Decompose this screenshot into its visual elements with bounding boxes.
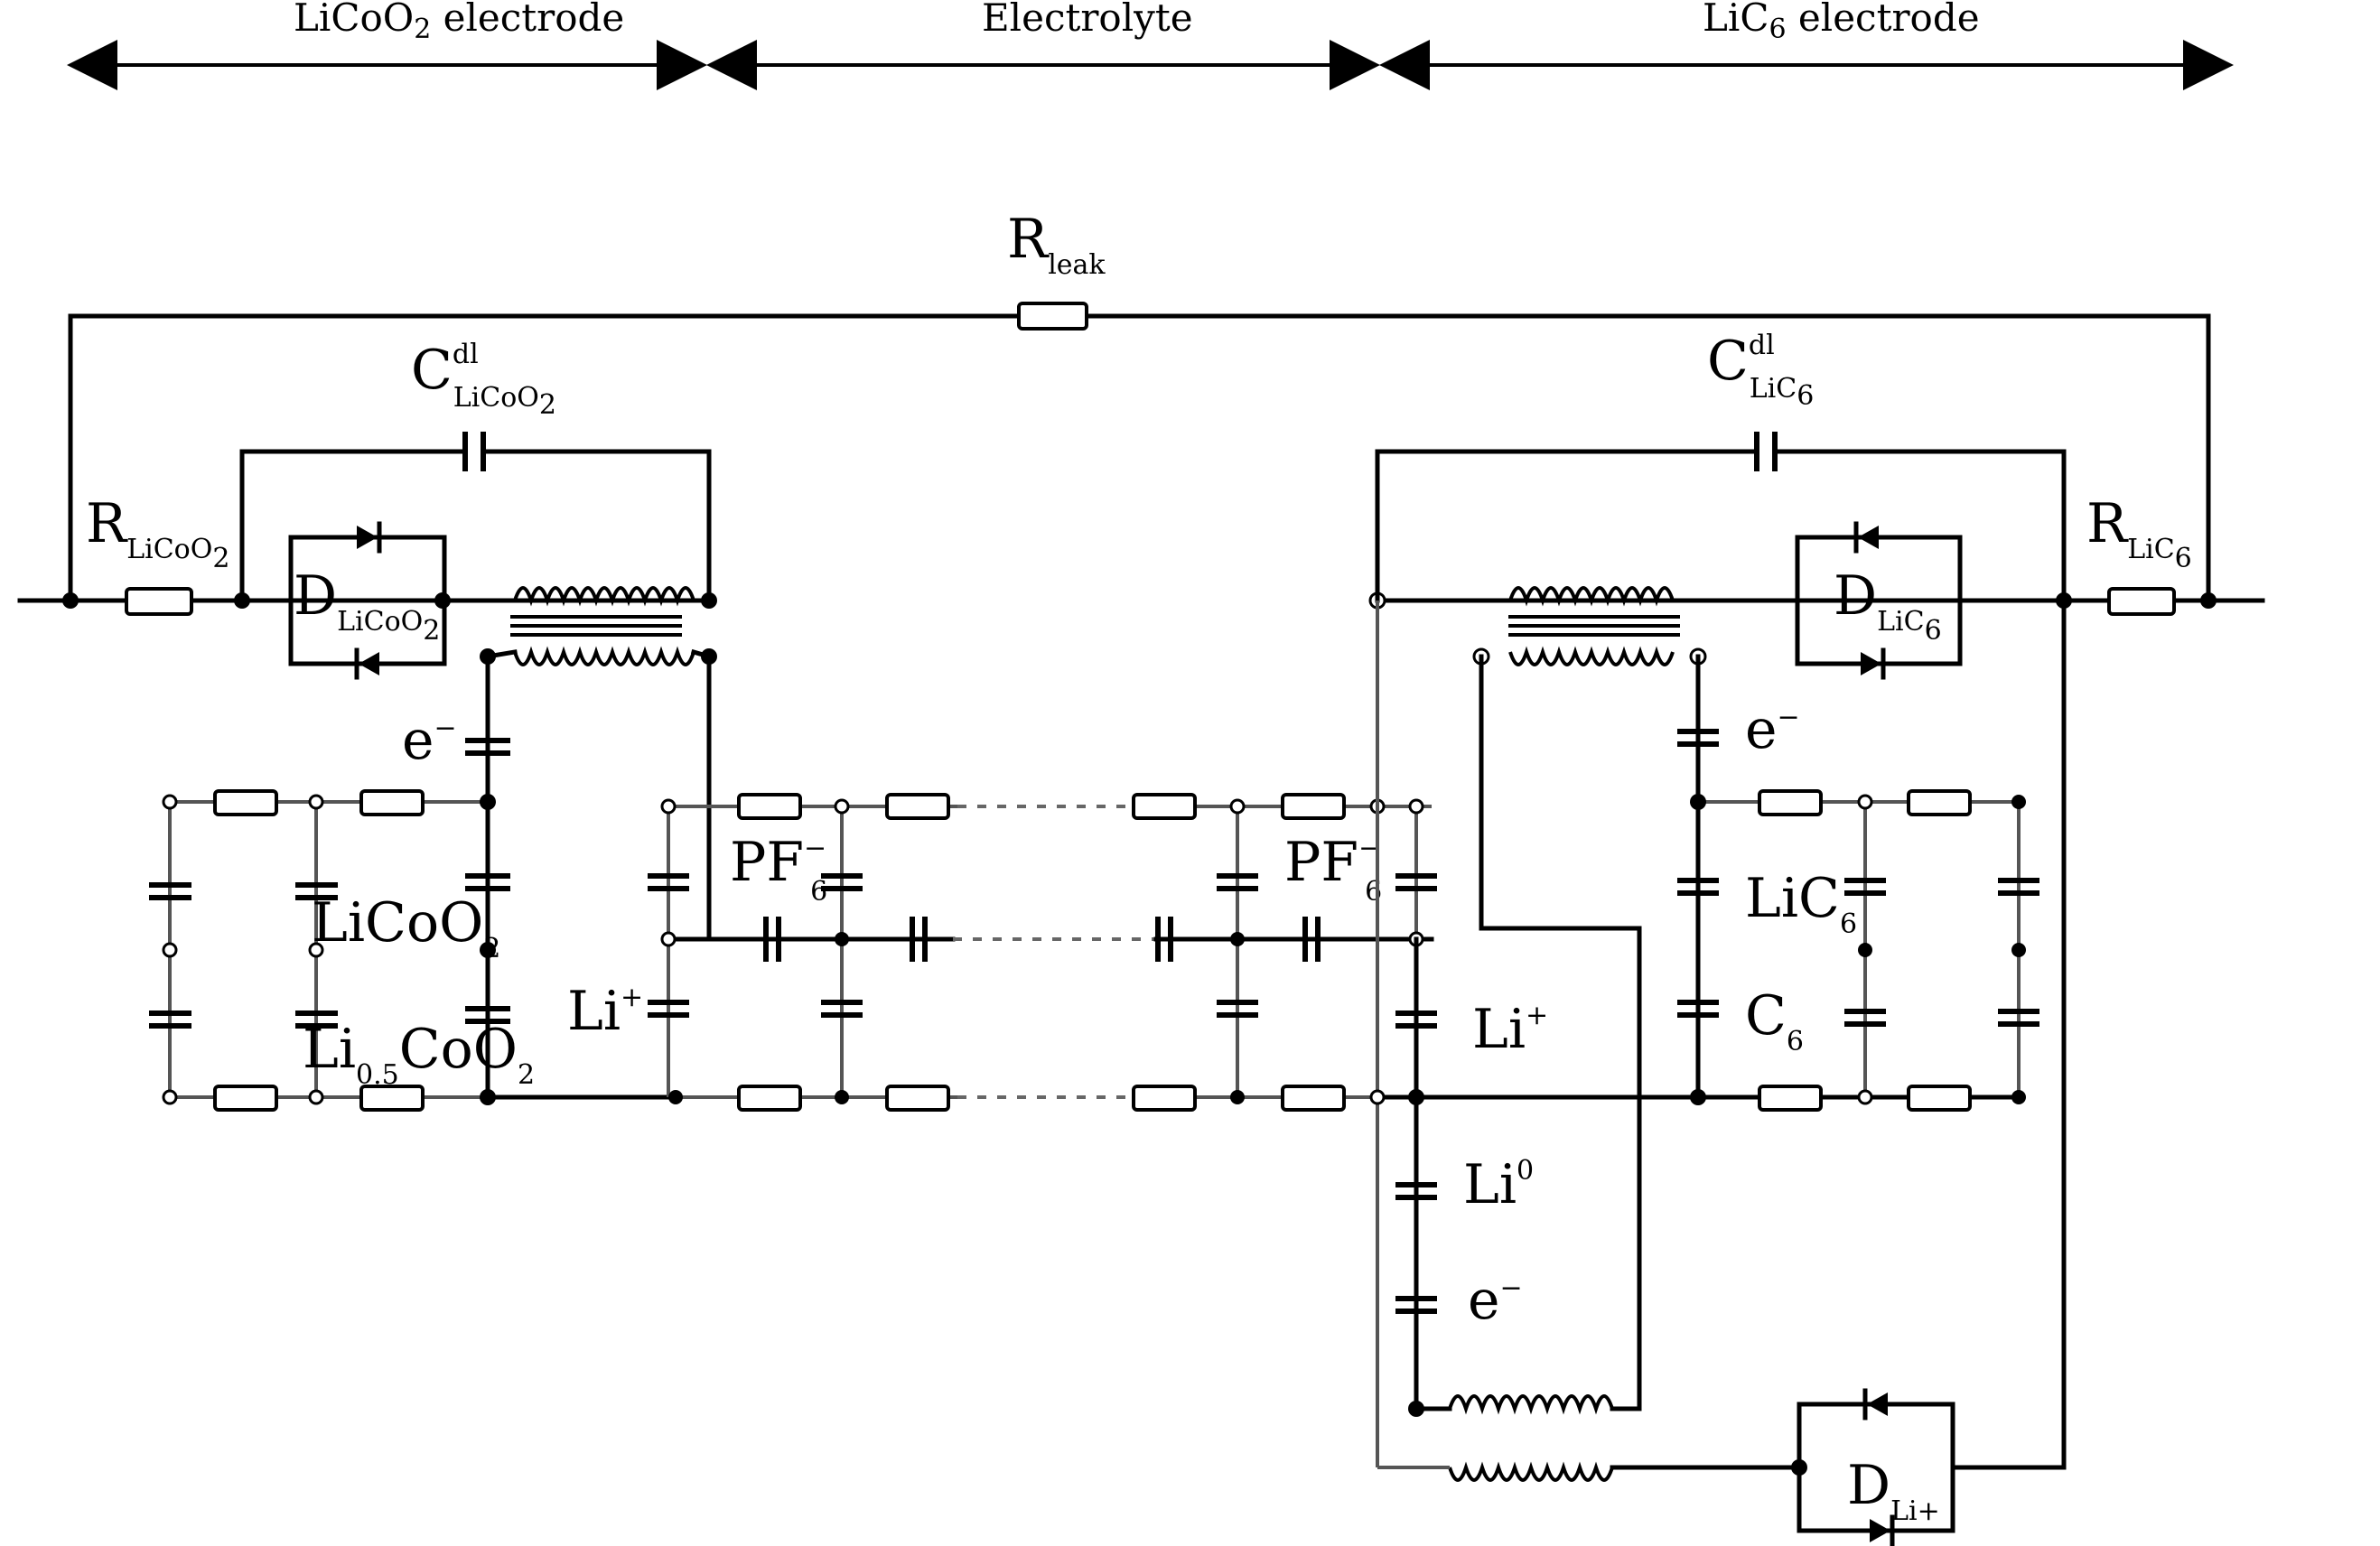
label-c6: C6 — [1745, 984, 1804, 1057]
label-e-minus-right: e− — [1745, 698, 1800, 761]
r-leak-resistor — [1017, 302, 1088, 331]
electrolyte-network — [485, 654, 1437, 1112]
header-licoo2-electrode: LiCoO2 electrode — [294, 0, 624, 45]
label-pf6-left: PF−6 — [730, 831, 827, 908]
header-lic6-electrode: LiC6 electrode — [1703, 0, 1980, 45]
label-d-lic6: DLiC6 — [1834, 564, 1942, 647]
label-d-licoo2: DLiCoO2 — [294, 564, 440, 647]
r-lic6-resistor — [2107, 587, 2176, 616]
label-pf6-right: PF−6 — [1284, 831, 1382, 908]
licoo2-ladder — [149, 654, 510, 1112]
label-li-plus-left: Li+ — [567, 980, 643, 1043]
label-r-licoo2: RLiCoO2 — [86, 492, 229, 574]
label-d-li-plus: DLi+ — [1847, 1454, 1940, 1527]
d-lic6-diode — [1795, 521, 1963, 680]
label-r-leak: Rleak — [1007, 208, 1106, 281]
main-line — [17, 587, 2265, 616]
transformer-lic6 — [1472, 586, 1707, 666]
label-e-minus-bottom: e− — [1468, 1269, 1523, 1332]
lic6-ladder — [1677, 654, 2039, 1112]
lithium-plating-branch — [1369, 598, 2067, 1546]
c-dl-lic6 — [1375, 432, 2067, 603]
c-dl-licoo2 — [239, 432, 712, 603]
label-lic6: LiC6 — [1745, 867, 1857, 940]
d-licoo2-diode — [288, 521, 447, 680]
label-r-lic6: RLiC6 — [2086, 492, 2192, 574]
header-electrolyte: Electrolyte — [982, 0, 1193, 40]
r-licoo2-resistor — [125, 587, 193, 616]
label-e-minus-left: e− — [402, 709, 457, 772]
label-li-plus-right: Li+ — [1472, 998, 1548, 1061]
label-li0: Li0 — [1463, 1153, 1534, 1216]
label-licoo2: LiCoO2 — [312, 891, 500, 964]
transformer-licoo2 — [480, 586, 717, 666]
leak-path — [68, 302, 2211, 603]
label-li05coo2: Li0.5CoO2 — [303, 1018, 535, 1091]
